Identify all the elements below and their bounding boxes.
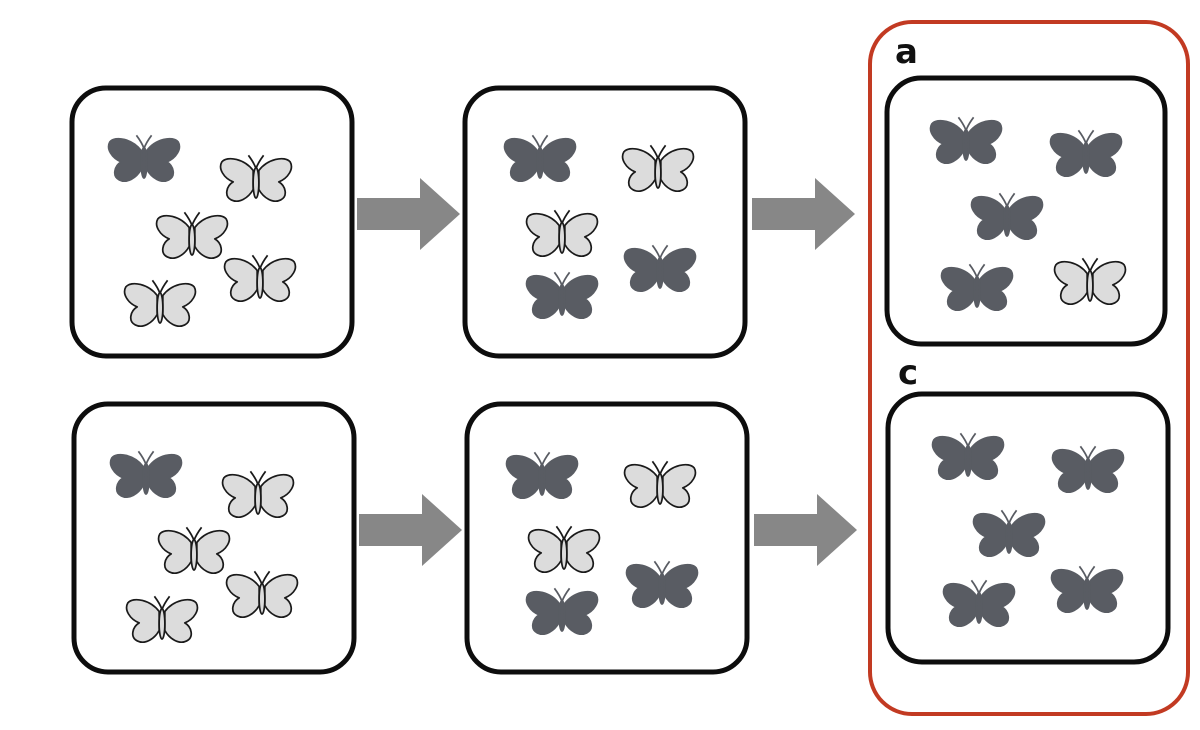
- label-a: a: [895, 32, 918, 72]
- arrow-right-icon: [754, 494, 857, 566]
- panel-bottom-middle: [464, 401, 750, 675]
- arrow-right-icon: [357, 178, 460, 250]
- arrow-right-icon: [752, 178, 855, 250]
- label-c: c: [898, 353, 918, 393]
- outcome-highlight-frame: [868, 20, 1190, 716]
- panel-top-middle: [462, 85, 748, 359]
- arrow-right-icon: [359, 494, 462, 566]
